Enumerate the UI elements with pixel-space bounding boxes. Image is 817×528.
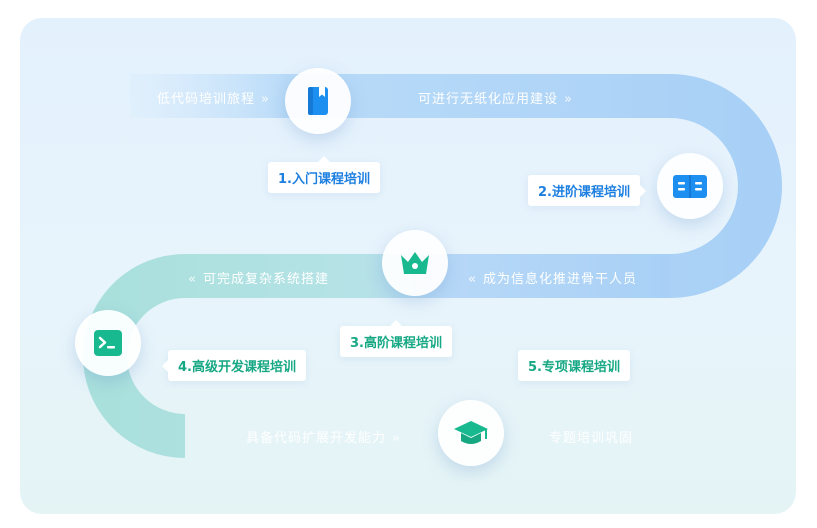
book-icon	[308, 87, 328, 115]
stage-1-label[interactable]: 1.入门课程培训	[268, 156, 380, 193]
path-text-journey-label: 低代码培训旅程	[157, 92, 256, 107]
stage-3-label[interactable]: 3.高阶课程培训	[340, 320, 452, 357]
path-text-code-extension: 具备代码扩展开发能力 »	[246, 427, 401, 446]
arrow-right-icon: »	[261, 92, 270, 107]
stage-3-node[interactable]	[382, 230, 448, 296]
stage-4-node[interactable]	[75, 310, 141, 376]
graduation-cap-icon	[454, 421, 488, 444]
stage-5-label[interactable]: 5.专项课程培训	[518, 350, 630, 381]
path-text-complex-system: « 可完成复杂系统搭建	[188, 268, 329, 287]
terminal-icon	[94, 330, 122, 356]
path-text-paperless-label: 可进行无纸化应用建设	[418, 92, 559, 107]
path-text-backbone-label: 成为信息化推进骨干人员	[482, 272, 637, 287]
stage-2-node[interactable]	[657, 153, 723, 219]
path-text-code-extension-label: 具备代码扩展开发能力	[246, 431, 387, 446]
path-text-special-training-label: 专题培训巩固	[549, 431, 634, 446]
crown-icon	[401, 252, 429, 274]
stage-5-node[interactable]	[438, 400, 504, 466]
path-text-complex-system-label: 可完成复杂系统搭建	[202, 272, 329, 287]
roadmap-card: 低代码培训旅程 » 可进行无纸化应用建设 » « 可完成复杂系统搭建 « 成为信息化推进…	[20, 18, 796, 514]
arrow-left-icon: «	[468, 272, 477, 287]
stage-4-label[interactable]: 4.高级开发课程培训	[162, 350, 306, 381]
path-text-special-training: 专题培训巩固	[549, 427, 633, 446]
path-text-backbone: « 成为信息化推进骨干人员	[468, 268, 637, 287]
path-text-journey: 低代码培训旅程 »	[157, 88, 270, 107]
path-text-paperless: 可进行无纸化应用建设 »	[418, 88, 573, 107]
arrow-right-icon: »	[564, 92, 573, 107]
arrow-right-icon: »	[392, 431, 401, 446]
stage-2-label[interactable]: 2.进阶课程培训	[528, 175, 646, 206]
open-book-icon	[673, 175, 707, 198]
stage-1-node[interactable]	[285, 68, 351, 134]
track-top	[130, 74, 782, 298]
arrow-left-icon: «	[188, 272, 197, 287]
